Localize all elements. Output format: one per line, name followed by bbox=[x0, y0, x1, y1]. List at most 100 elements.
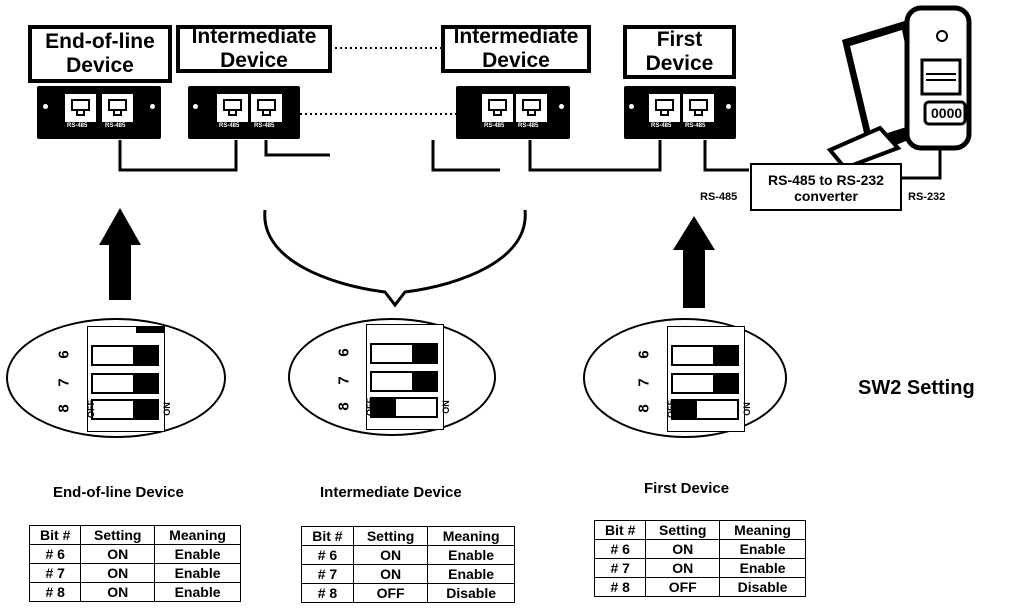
on-label: ON bbox=[161, 402, 172, 416]
dip-slot-8 bbox=[91, 399, 159, 420]
cell-meaning: Disable bbox=[427, 583, 515, 603]
arrow-up-first bbox=[673, 216, 715, 308]
cell-setting: ON bbox=[80, 582, 156, 602]
first-settings-table: Bit # Setting Meaning # 6 ON Enable # 7 … bbox=[593, 520, 806, 597]
cell-meaning: Enable bbox=[154, 563, 241, 583]
cell-setting: ON bbox=[352, 564, 429, 584]
cell-bit: # 6 bbox=[301, 545, 354, 565]
header-setting: Setting bbox=[352, 526, 429, 546]
table-row: # 8 OFF Disable bbox=[301, 583, 515, 603]
off-label: OFF bbox=[86, 400, 96, 418]
dip-switch-end bbox=[87, 326, 165, 432]
port-label: RS-485 bbox=[484, 123, 505, 129]
cell-meaning: Enable bbox=[719, 539, 806, 559]
bit-number-8: 8 bbox=[335, 402, 353, 411]
intermediate-panel-1: RS-485 RS-485 bbox=[188, 86, 300, 139]
port-label: RS-485 bbox=[685, 123, 706, 129]
header-bit: Bit # bbox=[593, 520, 647, 540]
inter-table-caption: Intermediate Device bbox=[320, 484, 462, 501]
header-setting: Setting bbox=[645, 520, 721, 540]
cable-inter2-to-first bbox=[528, 140, 662, 172]
cable-inter-left bbox=[264, 140, 330, 157]
table-header-row: Bit # Setting Meaning bbox=[28, 525, 241, 545]
dip-slot-7 bbox=[671, 373, 739, 394]
port-label: RS-485 bbox=[254, 123, 275, 129]
cell-setting: OFF bbox=[352, 583, 429, 603]
first-device-panel: RS-485 RS-485 bbox=[624, 86, 736, 139]
cell-meaning: Enable bbox=[719, 558, 806, 578]
header-meaning: Meaning bbox=[719, 520, 806, 540]
cell-setting: ON bbox=[80, 563, 156, 583]
cell-bit: # 7 bbox=[593, 558, 647, 578]
header-setting: Setting bbox=[80, 525, 156, 545]
dip-slot-6 bbox=[370, 343, 438, 364]
off-label: OFF bbox=[365, 398, 375, 416]
table-header-row: Bit # Setting Meaning bbox=[301, 526, 515, 546]
end-device-panel: RS-485 RS-485 bbox=[37, 86, 161, 139]
off-label: OFF bbox=[666, 400, 676, 418]
header-bit: Bit # bbox=[28, 525, 82, 545]
on-label: ON bbox=[440, 400, 451, 414]
table-row: # 6 ON Enable bbox=[301, 545, 515, 565]
table-header-row: Bit # Setting Meaning bbox=[593, 520, 806, 540]
rj45-port-icon bbox=[683, 94, 714, 122]
bit-number-6: 6 bbox=[335, 348, 353, 357]
rj45-port-icon bbox=[65, 94, 96, 122]
header-meaning: Meaning bbox=[154, 525, 241, 545]
rj45-port-icon bbox=[482, 94, 513, 122]
port-label: RS-485 bbox=[651, 123, 672, 129]
cell-bit: # 6 bbox=[593, 539, 647, 559]
first-table-caption: First Device bbox=[644, 480, 730, 497]
cell-meaning: Enable bbox=[154, 544, 241, 564]
bit-number-7: 7 bbox=[55, 378, 73, 387]
port-label: RS-485 bbox=[105, 123, 126, 129]
inter2-line2: Device bbox=[482, 49, 550, 72]
cell-setting: ON bbox=[645, 558, 721, 578]
cell-bit: # 8 bbox=[593, 577, 647, 597]
arrow-up-end bbox=[99, 208, 141, 300]
dip-switch-inter bbox=[366, 324, 444, 430]
cell-setting: ON bbox=[352, 545, 429, 565]
table-row: # 7 ON Enable bbox=[301, 564, 515, 584]
dip-slot-8 bbox=[671, 399, 739, 420]
end-device-label: End-of-line Device bbox=[28, 25, 172, 83]
table-row: # 8 OFF Disable bbox=[593, 577, 806, 597]
cell-bit: # 7 bbox=[28, 563, 82, 583]
end-table-caption: End-of-line Device bbox=[53, 484, 184, 501]
inter2-line1: Intermediate bbox=[453, 25, 579, 48]
intermediate-panel-2: RS-485 RS-485 bbox=[456, 86, 570, 139]
table-row: # 7 ON Enable bbox=[28, 563, 241, 583]
converter-rs232-label: RS-232 bbox=[908, 191, 946, 203]
cell-meaning: Enable bbox=[154, 582, 241, 602]
dip-slot-7 bbox=[370, 371, 438, 392]
rj45-port-icon bbox=[102, 94, 133, 122]
cell-bit: # 8 bbox=[301, 583, 354, 603]
intermediate-device-label-2: Intermediate Device bbox=[441, 25, 591, 73]
bit-number-7: 7 bbox=[635, 378, 653, 387]
screw-icon bbox=[193, 104, 198, 109]
first-device-line1: First bbox=[656, 28, 703, 51]
cell-setting: ON bbox=[80, 544, 156, 564]
cell-bit: # 7 bbox=[301, 564, 354, 584]
rj45-port-icon bbox=[649, 94, 680, 122]
cell-meaning: Enable bbox=[427, 564, 515, 584]
computer-icon bbox=[826, 5, 972, 171]
bit-number-7: 7 bbox=[335, 376, 353, 385]
port-label: RS-485 bbox=[219, 123, 240, 129]
cell-meaning: Disable bbox=[719, 577, 806, 597]
dip-slot-7 bbox=[91, 373, 159, 394]
inter1-line1: Intermediate bbox=[191, 25, 317, 48]
screw-icon bbox=[629, 104, 634, 109]
port-label: RS-485 bbox=[67, 123, 88, 129]
dip-slot-8 bbox=[370, 397, 438, 418]
computer-disk-label: 0000 bbox=[931, 105, 963, 121]
rj45-port-icon bbox=[516, 94, 547, 122]
converter-box: RS-485 to RS-232 converter bbox=[750, 163, 902, 211]
table-row: # 8 ON Enable bbox=[28, 582, 241, 602]
cable-converter-to-pc bbox=[900, 150, 942, 180]
header-bit: Bit # bbox=[301, 526, 354, 546]
first-device-label: First Device bbox=[623, 25, 736, 79]
dip-slot-6 bbox=[91, 345, 159, 366]
dip-switch-first bbox=[667, 326, 745, 432]
